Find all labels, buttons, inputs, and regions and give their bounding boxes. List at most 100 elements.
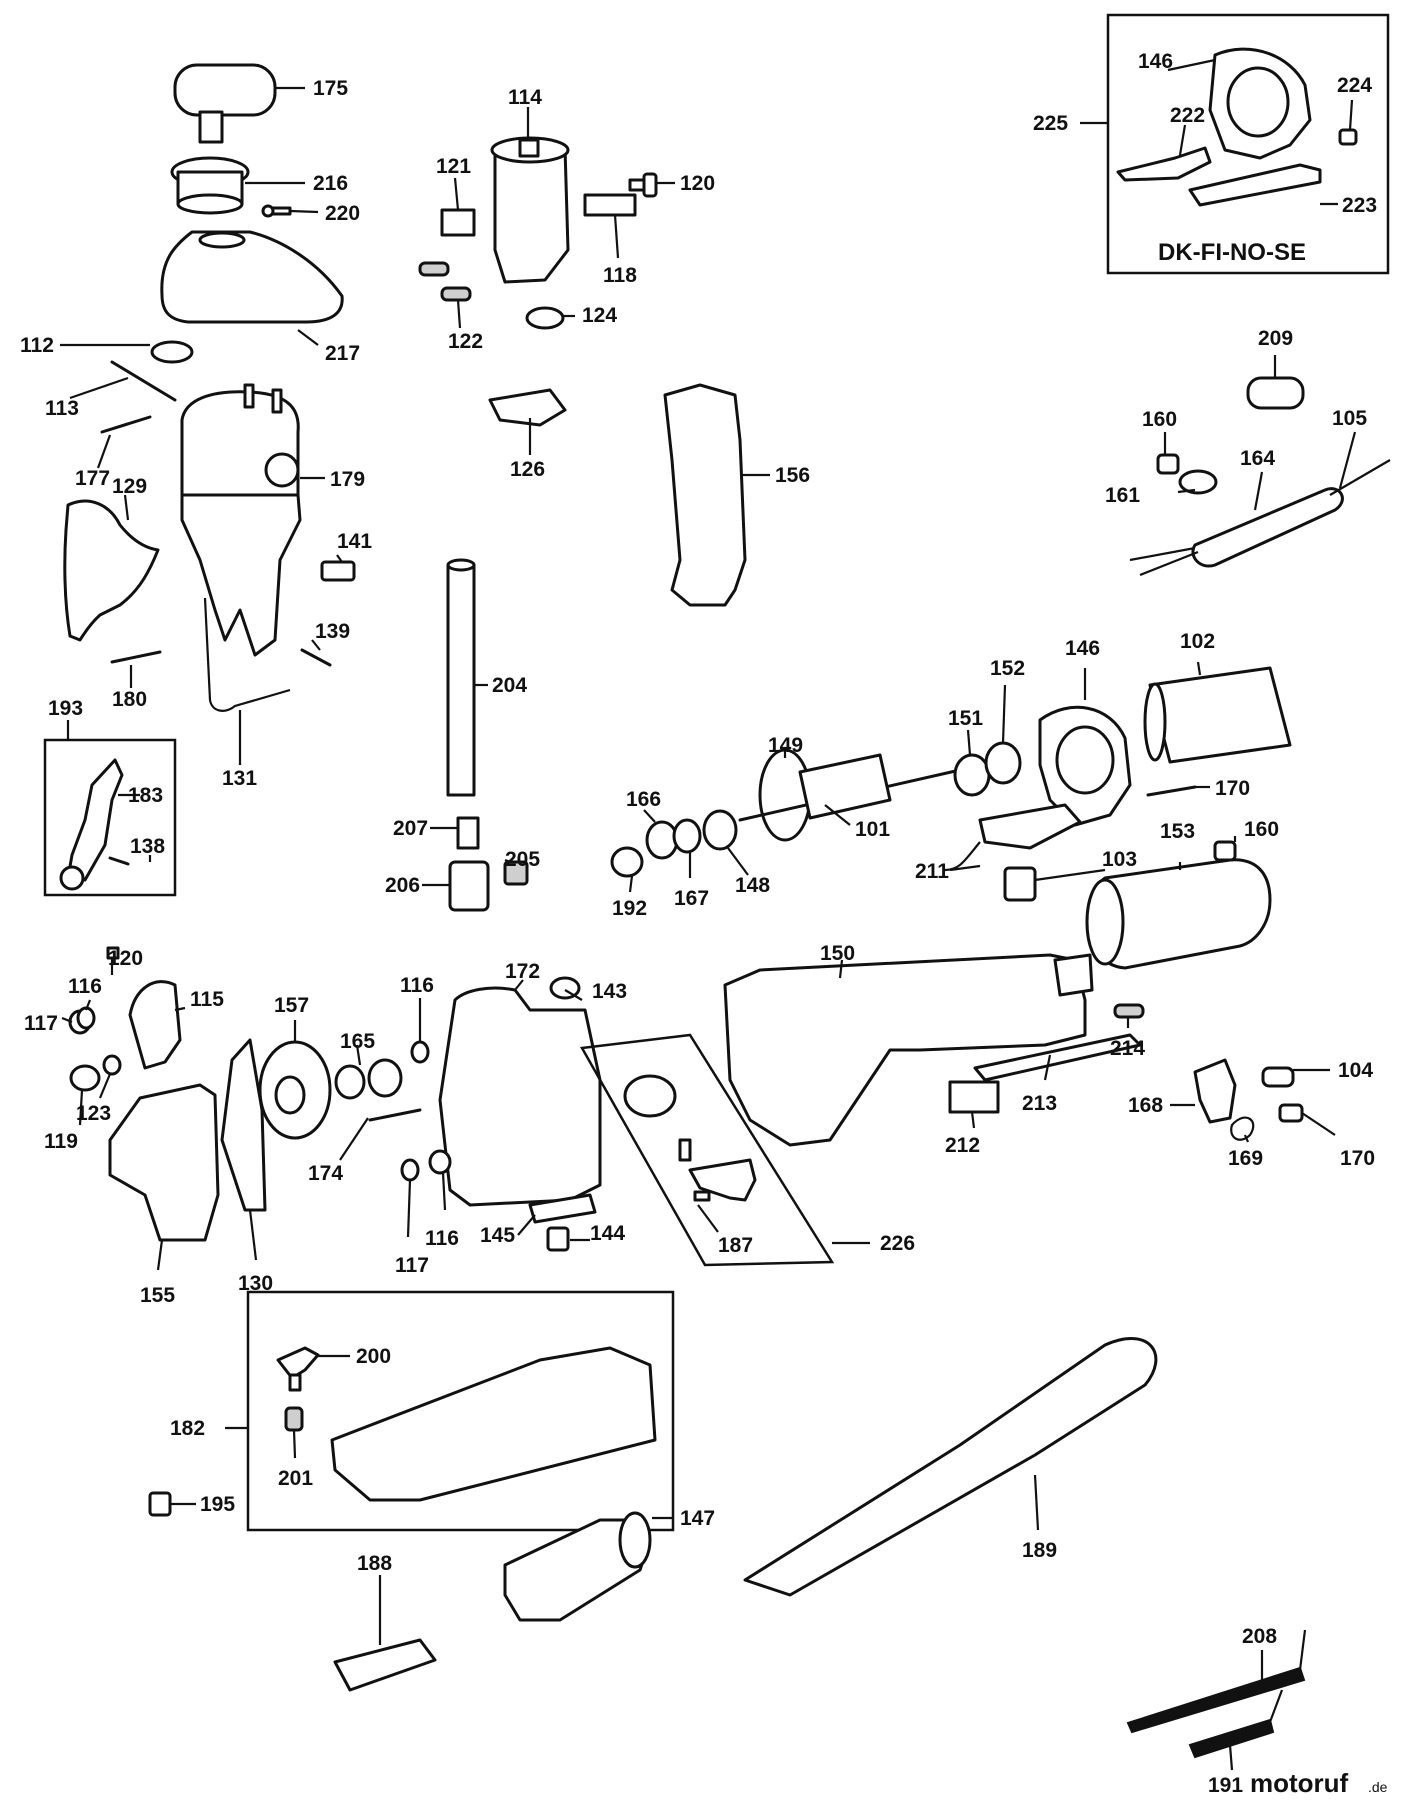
callout-189: 189 [1022,1539,1057,1562]
callout-160-cable: 160 [1142,408,1177,431]
part-216-cap [170,156,250,215]
part-116-washer-lower [428,1149,452,1175]
callout-172: 172 [505,960,540,983]
callout-148: 148 [735,874,770,897]
callout-119: 119 [44,1130,78,1153]
part-117-washer-lower [400,1158,420,1182]
callout-121: 121 [436,155,471,178]
part-119-bushing [69,1064,101,1092]
part-155-counterweight [108,1083,220,1242]
callout-224: 224 [1337,74,1372,97]
callout-129: 129 [112,475,147,498]
part-179-gear-housing [180,383,302,657]
callout-105: 105 [1332,407,1367,430]
part-126-plate [488,388,567,427]
part-180-screw [110,650,162,664]
callout-144: 144 [590,1222,625,1245]
callout-122: 122 [448,330,483,353]
callout-153: 153 [1160,820,1195,843]
callout-157: 157 [274,994,309,1017]
part-170-screw-upper [1146,785,1197,797]
part-120-screw-top [628,172,658,198]
part-165-bearing-a [334,1064,366,1100]
callout-180: 180 [112,688,147,711]
part-164-cable-sleeve [1191,487,1344,568]
callout-217: 217 [325,342,360,365]
part-191-hex-key-short [1188,1718,1275,1759]
callout-152: 152 [990,657,1025,680]
part-205-spring [503,860,529,886]
kit-193-frame [43,738,177,897]
part-116-washer-upper [410,1040,430,1064]
part-195-screw [148,1491,172,1517]
part-157-gear [258,1040,332,1140]
callout-120-lower: 120 [108,947,143,970]
callout-175: 175 [313,77,348,100]
leader-lines [60,58,1357,1771]
part-146-kit-hole [1226,66,1290,138]
callout-168: 168 [1128,1094,1163,1117]
part-150-motor-housing [723,953,1094,1147]
part-129-guard [63,499,160,642]
part-spring-upper [418,261,450,277]
callout-226: 226 [880,1232,915,1255]
callout-130: 130 [238,1272,273,1295]
part-211-switch [978,803,1082,850]
callout-102: 102 [1180,630,1215,653]
callout-222: 222 [1170,104,1205,127]
part-208-bend [1298,1629,1307,1671]
part-121-clip [440,208,476,237]
callout-225: 225 [1033,112,1068,135]
part-217-cover [160,230,344,324]
callout-195: 195 [200,1493,235,1516]
part-213-rod [973,1033,1142,1082]
part-169-spring [1230,1116,1255,1141]
part-103-switch-block [1003,866,1037,902]
callout-212: 212 [945,1134,980,1157]
part-161-clip [1178,469,1218,495]
callout-116-b: 116 [400,974,434,997]
callout-201: 201 [278,1467,313,1490]
callout-150: 150 [820,942,855,965]
callout-141: 141 [337,530,372,553]
part-168-holder [1193,1058,1237,1124]
part-124-ring [525,306,565,330]
callout-139: 139 [315,620,350,643]
callout-143: 143 [592,980,627,1003]
callout-146-kit: 146 [1138,50,1173,73]
part-130-blade-guide [220,1038,267,1212]
callout-156: 156 [775,464,810,487]
part-214-spring [1113,1003,1145,1019]
callout-205: 205 [505,848,540,871]
part-200-knob [276,1346,320,1392]
callout-116-c: 116 [425,1227,459,1250]
callout-160-handle: 160 [1244,818,1279,841]
part-153-handle-cover [1085,858,1272,970]
part-102-stator [1143,666,1292,764]
part-211-wire [944,841,981,872]
callout-182: 182 [170,1417,205,1440]
part-209-clamp [1246,376,1305,410]
callout-112: 112 [20,334,54,357]
callout-155: 155 [140,1284,175,1307]
callout-123: 123 [76,1102,111,1125]
part-170-screw-lower [1278,1103,1304,1123]
part-116-washer [76,1006,96,1030]
kit-226-frame [579,1033,835,1267]
callout-labels: 175 216 220 217 112 113 177 179 129 141 … [20,50,1377,1797]
part-183-wheel [59,865,85,891]
callout-187: 187 [718,1234,753,1257]
part-207-clip [456,816,480,850]
callout-101: 101 [855,818,890,841]
part-151-bearing [953,753,991,797]
callout-191: 191 [1208,1774,1243,1797]
part-149-fan-gear [758,748,812,842]
part-115-bracket [128,980,182,1070]
callout-192: 192 [612,897,647,920]
part-139-pin [300,648,332,667]
callout-188: 188 [357,1552,392,1575]
kit-182-frame [246,1290,675,1532]
callout-170-lower: 170 [1340,1147,1375,1170]
callout-103: 103 [1102,848,1137,871]
